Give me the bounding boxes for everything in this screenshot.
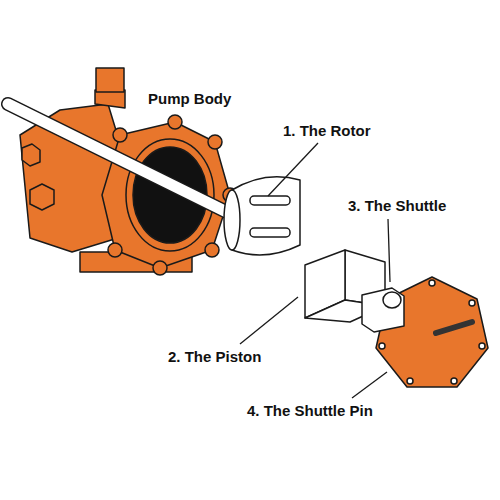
- bolt-boss: [113, 128, 127, 142]
- bolt-hole: [479, 343, 485, 349]
- rotor-slot: [250, 228, 290, 237]
- shuttle-ring: [383, 292, 401, 308]
- cover-plate: [376, 277, 488, 387]
- bolt-boss: [153, 261, 167, 275]
- part-label: Pump Body: [148, 90, 231, 108]
- part-label: 4. The Shuttle Pin: [247, 402, 373, 420]
- shuttle: [362, 288, 404, 332]
- bolt-hole: [429, 280, 435, 286]
- bolt-hole: [379, 343, 385, 349]
- shaft: [8, 104, 255, 226]
- rotor-slot: [250, 196, 290, 205]
- shaft-outline: [8, 104, 255, 226]
- hex-plug: [22, 144, 40, 166]
- shuttle-pin: [436, 322, 472, 333]
- rotor-end: [224, 190, 240, 250]
- hex-plug: [30, 184, 54, 210]
- bolt-boss: [108, 243, 122, 257]
- bolt-hole: [469, 300, 475, 306]
- rotor: [232, 177, 300, 255]
- top-boss: [96, 68, 124, 92]
- part-label: 2. The Piston: [168, 348, 261, 366]
- bolt-boss: [208, 135, 222, 149]
- bolt-hole: [407, 378, 413, 384]
- part-label: 3. The Shuttle: [348, 197, 446, 215]
- part-label: 1. The Rotor: [283, 122, 371, 140]
- leader-line: [388, 219, 390, 282]
- pump-flange: [102, 122, 230, 268]
- leader-line: [268, 143, 318, 196]
- bolt-boss: [205, 243, 219, 257]
- leader-line: [352, 372, 387, 398]
- bolt-boss: [168, 115, 182, 129]
- leader-line: [240, 297, 298, 344]
- bolt-hole: [451, 378, 457, 384]
